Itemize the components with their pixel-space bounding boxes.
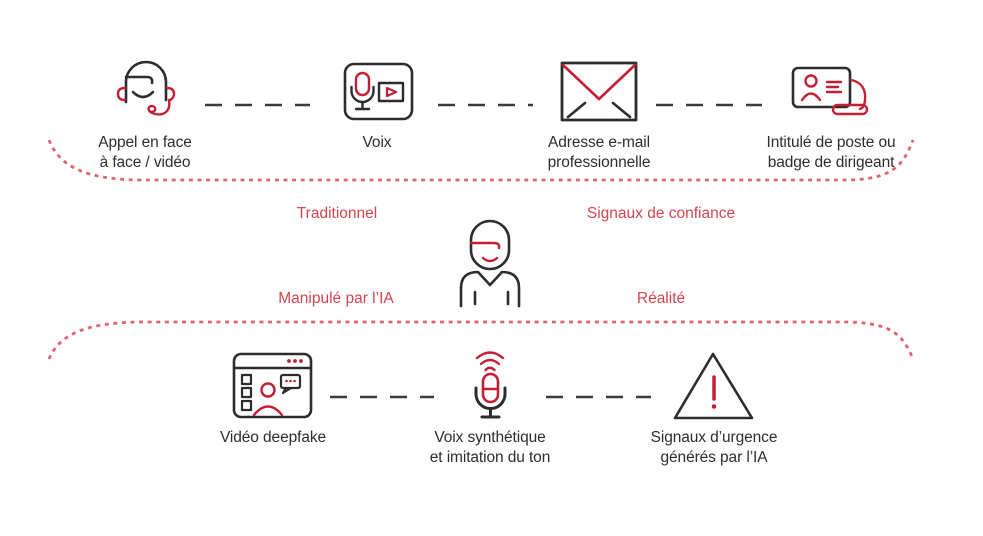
voice-recording-icon — [343, 62, 414, 121]
id-badge-icon — [791, 66, 869, 116]
warning-triangle-icon — [673, 352, 754, 420]
synthetic-voice-icon — [474, 351, 507, 419]
center-person-icon — [459, 219, 521, 308]
label-voice: Voix — [362, 134, 392, 151]
quadrant-label-realite: Réalité — [636, 290, 686, 307]
envelope-icon — [560, 61, 638, 122]
deepfake-browser-icon — [232, 352, 313, 419]
label-email: Adresse e-mail professionnelle — [547, 134, 651, 171]
trust-boundary-curve-top — [47, 139, 915, 182]
quadrant-label-signaux-confiance: Signaux de confiance — [586, 205, 736, 222]
label-urgency-signals: Signaux d’urgence générés par l’IA — [650, 429, 778, 466]
quadrant-label-traditionnel: Traditionnel — [296, 205, 378, 222]
label-deepfake-video: Vidéo deepfake — [219, 429, 327, 446]
trust-boundary-curve-bottom — [47, 320, 915, 360]
label-badge: Intitulé de poste ou badge de dirigeant — [766, 134, 896, 171]
label-face-call: Appel en face à face / vidéo — [98, 134, 192, 171]
quadrant-label-manipule-ia: Manipulé par l’IA — [278, 290, 394, 307]
label-synthetic-voice: Voix synthétique et imitation du ton — [429, 429, 551, 466]
headset-person-icon — [116, 60, 176, 116]
